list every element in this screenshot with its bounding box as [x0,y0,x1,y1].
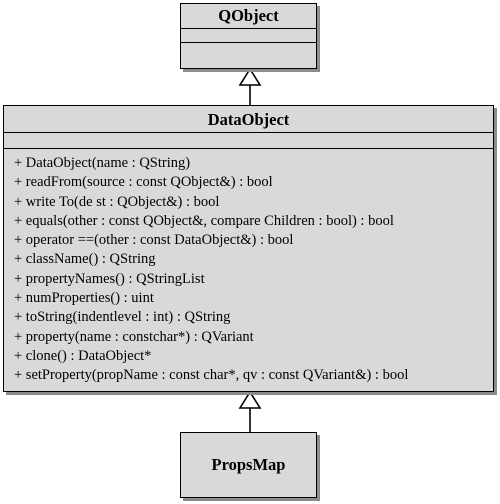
operations-compartment-dataobject: + DataObject(name : QString) + readFrom(… [4,148,493,386]
inheritance-arrowhead-dataobject [238,390,262,409]
class-name-dataobject: DataObject [207,110,290,129]
operation-operator-equals: + operator ==(other : const DataObject&)… [14,232,294,249]
operations-compartment-qobject [181,42,316,66]
operation-propertynames: + propertyNames() : QStringList [14,270,205,287]
operation-property: + property(name : constchar*) : QVariant [14,328,254,345]
operation-setproperty: + setProperty(propName : const char*, qv… [14,367,409,384]
class-name-propsmap: PropsMap [211,455,286,474]
operation-writeto: + write To(de st : QObject&) : bool [14,193,220,210]
operation-equals: + equals(other : const QObject&, compare… [14,212,394,229]
operation-classname: + className() : QString [14,251,156,268]
operation-tostring: + toString(indentlevel : int) : QString [14,309,231,326]
operation-numproperties: + numProperties() : uint [14,290,154,307]
operation-clone: + clone() : DataObject* [14,347,152,364]
class-box-qobject: QObject [180,3,317,69]
class-box-dataobject: DataObject + DataObject(name : QString) … [3,105,494,392]
class-name-qobject: QObject [218,6,279,25]
operation-constructor: + DataObject(name : QString) [14,155,191,171]
operation-readfrom: + readFrom(source : const QObject&) : bo… [14,174,273,191]
class-box-propsmap: PropsMap [180,432,317,498]
attributes-compartment-qobject [181,28,316,42]
attributes-compartment-dataobject [4,132,493,148]
inheritance-arrowhead-qobject [238,67,262,86]
